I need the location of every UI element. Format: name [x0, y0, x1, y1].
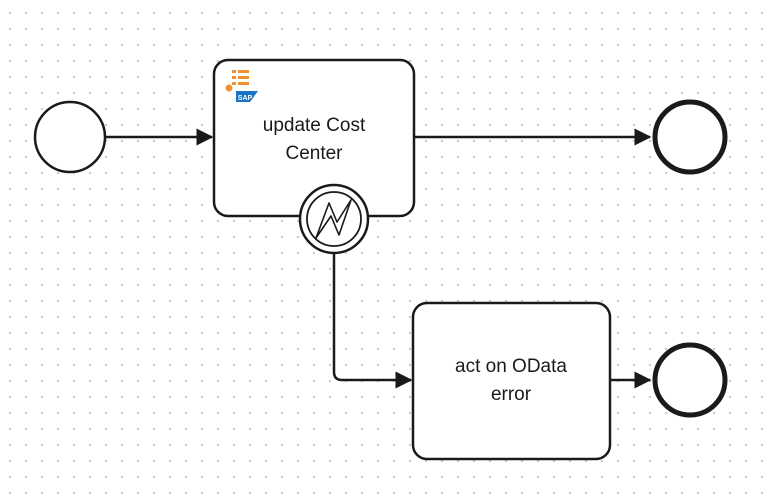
end-event-main[interactable] — [652, 99, 728, 175]
error-boundary-event[interactable] — [298, 183, 370, 255]
task-act-on-odata-error-label-line-1: act on OData — [455, 356, 567, 377]
task-update-cost-center-label-line-1: update Cost — [263, 115, 366, 136]
task-update-cost-center-label-line-2: Center — [285, 143, 343, 164]
svg-text:SAP: SAP — [238, 95, 253, 102]
start-event[interactable] — [33, 100, 107, 174]
sequence-flow-error-to-act[interactable] — [332, 254, 413, 389]
task-update-cost-center[interactable]: update Cost Center — [212, 58, 416, 218]
sap-service-task-icon: SAP — [225, 70, 258, 102]
task-act-on-odata-error[interactable]: act on OData error — [411, 301, 612, 461]
lightning-error-icon — [315, 199, 352, 239]
end-event-error[interactable] — [652, 342, 728, 418]
task-act-on-odata-error-label-line-2: error — [491, 384, 532, 405]
